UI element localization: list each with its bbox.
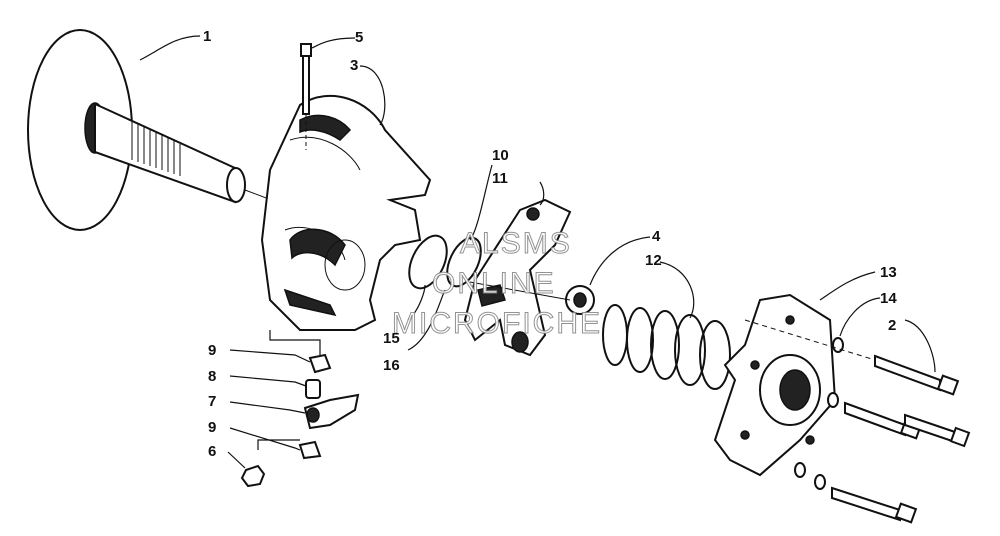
callout-11: 11 xyxy=(492,170,508,187)
callout-7: 7 xyxy=(208,393,216,410)
watermark-line-2: ONLINE xyxy=(432,267,556,300)
watermark: ALSMS ONLINE MICROFICHE xyxy=(392,227,602,341)
callout-10: 10 xyxy=(492,147,509,164)
leader-lines xyxy=(139,35,936,469)
cover-plate-part-13 xyxy=(713,293,837,477)
washer-part-9-lower xyxy=(298,440,322,460)
callout-16: 16 xyxy=(383,357,400,374)
spring-part-12 xyxy=(602,304,731,390)
watermark-line-3: MICROFICHE xyxy=(392,307,602,340)
callout-8: 8 xyxy=(208,368,216,385)
nut-part-6 xyxy=(240,464,266,488)
callout-13: 13 xyxy=(880,264,897,281)
watermark-line-1: ALSMS xyxy=(460,227,572,260)
housing-part-3 xyxy=(260,95,432,331)
callout-1: 1 xyxy=(203,28,211,45)
callout-15: 15 xyxy=(383,330,400,347)
callout-labels: 1 2 3 4 5 6 7 8 9 9 10 11 12 13 14 15 16 xyxy=(203,28,897,460)
washers-part-14 xyxy=(794,337,844,490)
callout-14: 14 xyxy=(880,290,897,307)
callout-4: 4 xyxy=(652,228,661,245)
callout-3: 3 xyxy=(350,57,358,74)
washer-part-9-upper xyxy=(308,353,332,374)
o-ring-part-10 xyxy=(446,236,482,288)
bushing-part-4 xyxy=(469,281,595,315)
callout-9-lower: 9 xyxy=(208,419,216,436)
callout-5: 5 xyxy=(355,29,363,46)
roller-arm-part-7 xyxy=(303,393,360,430)
sheave-disc-part-1 xyxy=(27,29,286,231)
o-ring-part-15 xyxy=(408,234,448,290)
bushing-part-8 xyxy=(305,379,321,399)
cam-arm-part-11 xyxy=(463,198,572,357)
callout-6: 6 xyxy=(208,443,216,460)
bolt-part-5 xyxy=(300,43,312,150)
bolts-part-2 xyxy=(744,319,971,524)
callout-12: 12 xyxy=(645,252,662,269)
callout-2: 2 xyxy=(888,317,896,334)
callout-9-upper: 9 xyxy=(208,342,216,359)
